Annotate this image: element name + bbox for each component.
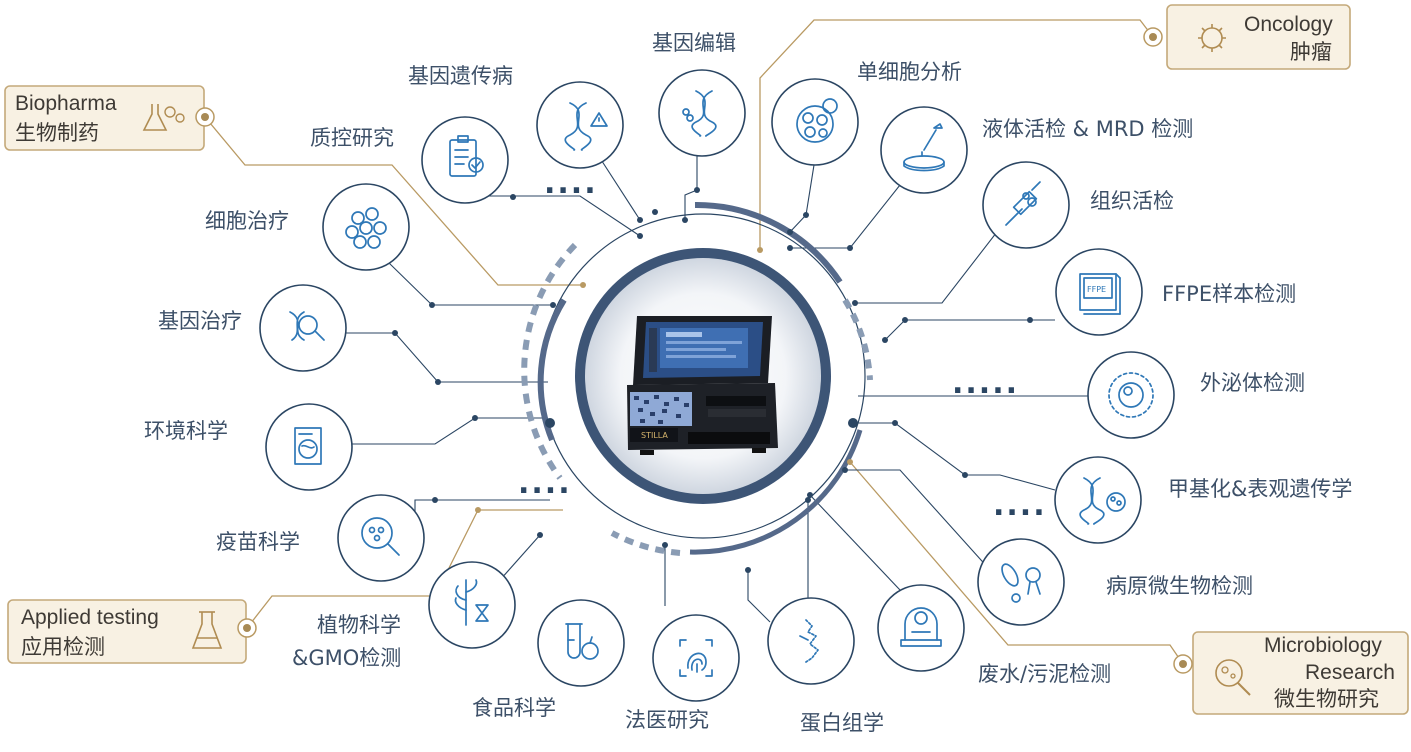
oncology-subtitle: 肿瘤: [1290, 41, 1332, 64]
label-liquid-biopsy: 液体活检 & MRD 检测: [982, 117, 1193, 141]
node-methylation: 甲基化&表观遗传学: [1054, 456, 1352, 544]
cell-cluster-icon: [796, 98, 838, 143]
label-food: 食品科学: [472, 696, 556, 720]
annotation-biopharma: Biopharma 生物制药: [4, 85, 215, 151]
node-cell-therapy: 细胞治疗: [205, 183, 410, 271]
label-wastewater: 废水/污泥检测: [978, 662, 1111, 686]
node-tissue-biopsy: 组织活检: [982, 161, 1174, 249]
dna-methyl-icon: [1079, 477, 1126, 525]
ellipsis-right: .....: [952, 366, 1019, 401]
ffpe-badge-text: FFPE: [1087, 285, 1106, 294]
annotation-microbiology: Microbiology Research 微生物研究: [1173, 631, 1409, 715]
label-gene-therapy: 基因治疗: [158, 309, 242, 333]
label-forensics: 法医研究: [625, 708, 709, 732]
microbiology-subtitle: 微生物研究: [1274, 688, 1379, 711]
instrument-device: STILLA: [627, 316, 778, 455]
node-proteomics: 蛋白组学: [767, 597, 884, 735]
node-genetic-disease: 基因遗传病: [408, 64, 624, 169]
label-qc: 质控研究: [310, 126, 394, 150]
pipette-dish-icon: [903, 123, 945, 172]
connector-lines: [345, 154, 1088, 623]
applied-subtitle: 应用检测: [21, 636, 105, 659]
node-liquid-biopsy: 液体活检 & MRD 检测: [880, 106, 1193, 194]
node-single-cell: 单细胞分析: [771, 60, 962, 166]
gene-therapy-icon: [289, 311, 325, 341]
node-pathogen: 病原微生物检测: [977, 538, 1253, 626]
label-plant-line1: 植物科学: [317, 613, 401, 637]
annotation-oncology: Oncology 肿瘤: [1143, 4, 1351, 70]
node-exosome: 外泌体检测: [1087, 351, 1305, 439]
label-exosome: 外泌体检测: [1200, 371, 1305, 395]
erlenmeyer-flask-icon: [191, 611, 223, 649]
label-ffpe: FFPE样本检测: [1162, 282, 1296, 306]
node-vaccine: 疫苗科学: [216, 494, 425, 582]
biopharma-title: Biopharma: [15, 92, 117, 115]
device-brand-label: STILLA: [641, 431, 668, 440]
connector-dots: [392, 187, 1033, 573]
node-environment: 环境科学: [144, 403, 353, 491]
label-pathogen: 病原微生物检测: [1106, 574, 1253, 598]
dna-scissors-icon: [682, 90, 717, 137]
water-treatment-icon: [900, 607, 942, 647]
node-gene-therapy: 基因治疗: [158, 284, 347, 372]
test-tube-apple-icon: [565, 623, 599, 660]
ellipsis-bottom-left: ....: [518, 466, 572, 501]
ellipsis-bottom-right: ....: [993, 488, 1047, 523]
biopharma-subtitle: 生物制药: [15, 122, 99, 145]
applied-title: Applied testing: [21, 606, 159, 629]
label-cell-therapy: 细胞治疗: [205, 209, 289, 233]
oncology-title: Oncology: [1244, 13, 1333, 36]
microbe-magnifier-icon: [1215, 659, 1251, 696]
node-forensics: 法医研究: [625, 614, 740, 732]
label-proteomics: 蛋白组学: [800, 711, 884, 735]
node-plant: 植物科学 &GMO检测: [292, 561, 516, 670]
protein-chain-icon: [799, 619, 819, 663]
clipboard-check-icon: [449, 135, 484, 177]
flask-molecule-icon: [142, 104, 185, 131]
label-genetic-disease: 基因遗传病: [408, 64, 513, 88]
fingerprint-icon: [679, 639, 713, 677]
plant-hourglass-icon: [454, 579, 489, 626]
label-vaccine: 疫苗科学: [216, 530, 300, 554]
label-gene-editing: 基因编辑: [652, 31, 736, 55]
label-environment: 环境科学: [144, 419, 228, 443]
label-plant-line2: &GMO检测: [292, 646, 401, 670]
node-ffpe: FFPE FFPE样本检测: [1055, 248, 1296, 336]
syringe-tissue-icon: [1005, 181, 1041, 226]
microbiology-line1: Microbiology: [1264, 634, 1382, 657]
vaccine-magnifier-icon: [361, 517, 400, 556]
node-qc: 质控研究: [310, 116, 509, 204]
node-wastewater: 废水/污泥检测: [877, 584, 1111, 686]
virus-cell-icon: [1198, 24, 1226, 52]
annotation-applied-testing: Applied testing 应用检测: [7, 599, 257, 664]
label-methylation: 甲基化&表观遗传学: [1168, 477, 1352, 501]
exosome-icon: [1108, 372, 1154, 418]
cells-icon: [345, 207, 387, 249]
microbiology-line2: Research: [1305, 661, 1395, 684]
dna-warning-icon: [564, 102, 608, 151]
label-tissue-biopsy: 组织活检: [1090, 189, 1174, 213]
label-single-cell: 单细胞分析: [857, 60, 962, 84]
environment-doc-icon: [294, 427, 322, 465]
ellipsis-top-left: ....: [544, 166, 598, 201]
ffpe-block-icon: FFPE: [1079, 273, 1121, 315]
pathogen-bacteria-icon: [1001, 563, 1041, 603]
node-gene-editing: 基因编辑: [652, 31, 746, 157]
node-food: 食品科学: [472, 599, 625, 720]
